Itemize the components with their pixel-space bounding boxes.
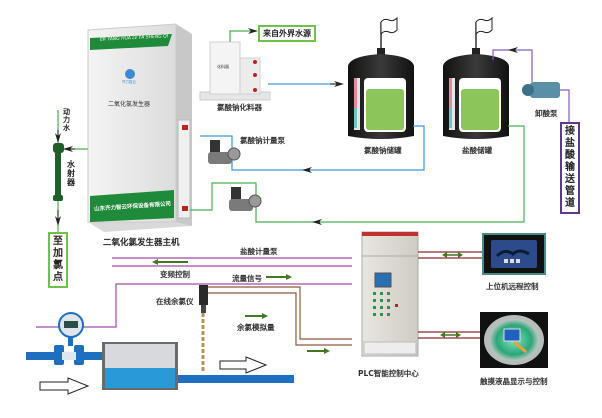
water-pipeline xyxy=(26,312,294,395)
chlorate-tank xyxy=(348,16,414,139)
dissolver-unit xyxy=(199,41,271,101)
power-water-label: 动力水 xyxy=(63,108,70,132)
plc-cabinet xyxy=(361,231,419,357)
residual-chlorine-analyzer xyxy=(199,285,208,372)
hcl-metering-pump xyxy=(229,187,262,211)
chlorate-feed-line xyxy=(200,125,425,171)
remote-monitor xyxy=(482,233,546,275)
chlorate-tank-label: 氯酸钠储罐 xyxy=(364,146,402,155)
residual-analog-line xyxy=(208,286,352,340)
generator-panel-text: 二氧化氯发生器 xyxy=(108,101,151,108)
dosing-point-box: 至加氯点 xyxy=(48,232,68,288)
dissolver-label: 氯酸钠化料器 xyxy=(217,103,262,112)
generator-label: 二氧化氯发生器主机 xyxy=(103,238,180,248)
unload-pump xyxy=(522,82,560,98)
hcl-tank-label: 盐酸储罐 xyxy=(462,146,492,155)
remote-control-label: 上位机远程控制 xyxy=(486,282,539,291)
generator-cabinet xyxy=(87,23,192,232)
chlorate-pump-label: 氯酸钠计量泵 xyxy=(240,136,285,145)
hcl-pump-label: 盐酸计量泵 xyxy=(240,247,278,256)
acid-pipeline-box: 接盐酸输送管道 xyxy=(560,122,580,214)
unload-pump-label: 卸酸泵 xyxy=(535,109,558,118)
flow-signal-label: 流量信号 xyxy=(232,274,262,283)
residual-analog-label: 余氯模拟量 xyxy=(237,323,275,332)
hcl-tank xyxy=(443,16,509,139)
water-source-line xyxy=(229,30,255,42)
touch-display-label: 触摸液晶显示与控制 xyxy=(480,377,548,386)
analyzer-label: 在线余氯仪 xyxy=(156,297,194,306)
water-source-box: 来自外界水源 xyxy=(258,25,316,42)
water-ejector xyxy=(53,110,88,232)
flow-signal-line xyxy=(36,283,352,328)
ejector-label: 水射器 xyxy=(67,160,75,187)
generator-logo-text: 齐力智云 xyxy=(122,80,136,84)
vfd-label: 变频控制 xyxy=(160,270,190,279)
chlorate-metering-pump xyxy=(208,140,241,164)
plc-label: PLC智能控制中心 xyxy=(358,369,419,378)
touch-display xyxy=(480,312,548,368)
dissolver-tank-text: 化料器 xyxy=(217,64,229,69)
